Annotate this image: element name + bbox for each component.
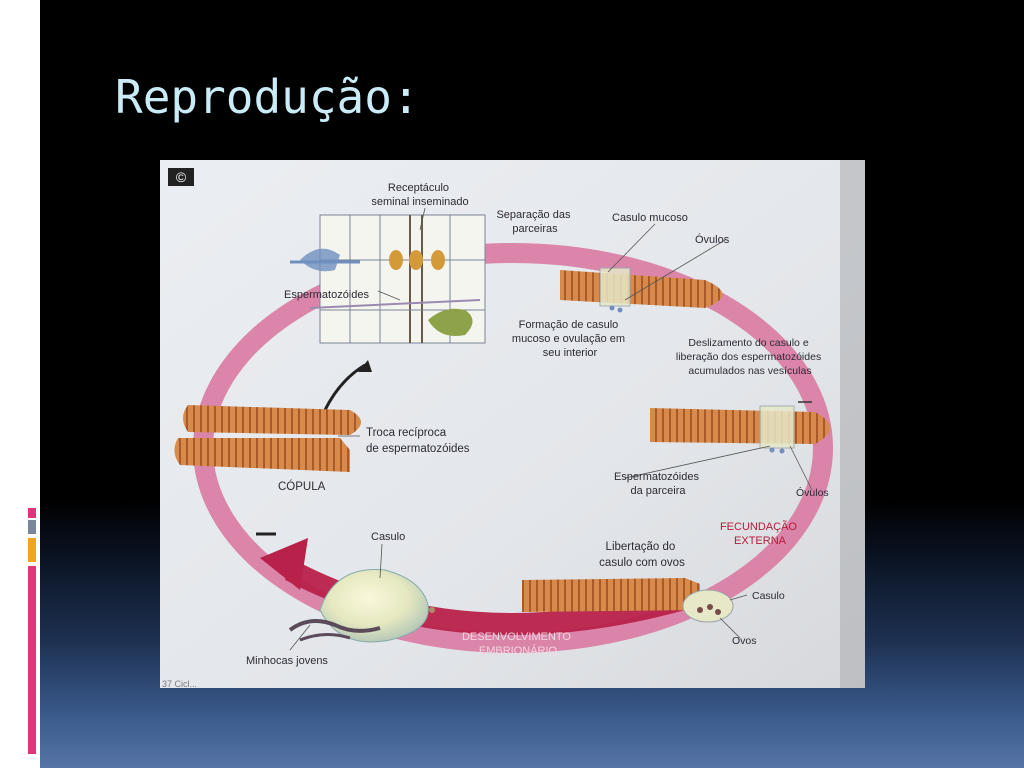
slide-title: Reprodução: <box>115 70 420 124</box>
copulating-worms-illustration <box>174 405 361 472</box>
label-young-worms: Minhocas jovens <box>246 655 328 667</box>
label-receptacle: Receptáculo seminal inseminado <box>371 182 468 208</box>
copula-to-tissue-arrow <box>323 363 366 411</box>
label-reciprocal-exchange: Troca recíproca de espermatozóides <box>366 427 470 455</box>
deco-bar-magenta <box>28 566 36 754</box>
reproduction-cycle-photo: © <box>160 160 865 688</box>
label-ovules-right: Óvulos <box>796 486 829 499</box>
deco-bar-slate <box>28 520 36 534</box>
label-external-fertilization: FECUNDAÇÃO EXTERNA <box>720 520 800 547</box>
copyright-box <box>168 168 194 186</box>
label-partner-spermatozoa: Espermatozóides da parceira <box>614 471 702 497</box>
label-separation: Separação das parceiras <box>496 209 573 235</box>
copula-arrow-head <box>358 360 372 372</box>
label-mucous-cocoon: Casulo mucoso <box>612 212 688 224</box>
copyright-mark: © <box>176 169 187 185</box>
deco-bar-orange <box>28 538 36 562</box>
worm-sliding-cocoon-illustration <box>650 405 830 454</box>
page-edge-shadow <box>840 160 865 688</box>
label-leader-lines <box>289 207 813 651</box>
label-cocoon-right: Casulo <box>752 590 785 602</box>
label-cocoon-formation: Formação de casulo mucoso e ovulação em … <box>512 319 628 359</box>
cycle-arrow-head <box>260 538 308 590</box>
worm-release-cocoon-illustration <box>522 578 734 623</box>
label-ovules-top: Óvulos <box>695 233 730 246</box>
caption-fragment: 37 Cicl... <box>162 679 197 688</box>
label-cocoon-left: Casulo <box>371 531 405 543</box>
label-eggs: Ovos <box>732 635 757 647</box>
label-copula: CÓPULA <box>278 480 326 493</box>
label-cocoon-sliding: Deslizamento do casulo e liberação dos e… <box>676 337 824 377</box>
label-embryonic-development: DESENVOLVIMENTO EMBRIONÁRIO <box>462 631 574 657</box>
seminal-receptacle-illustration <box>290 214 486 344</box>
cocoon-young-worms-illustration <box>288 569 435 643</box>
worm-mucous-cocoon-illustration <box>560 267 723 313</box>
label-spermatozoa: Espermatozóides <box>284 289 369 301</box>
deco-bar-pink <box>28 508 36 518</box>
label-cocoon-release: Libertação do casulo com ovos <box>599 541 685 569</box>
